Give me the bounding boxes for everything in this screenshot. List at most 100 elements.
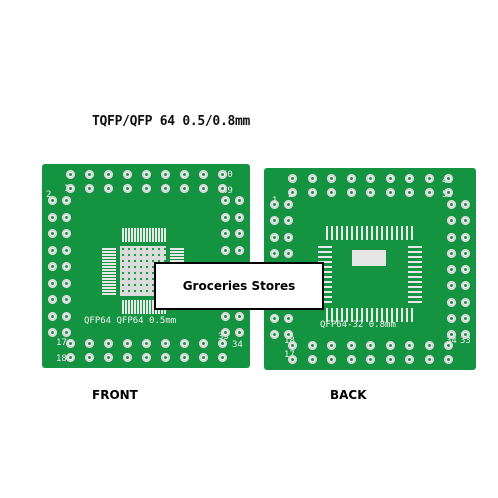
front-solder-pad	[142, 184, 151, 193]
front-pad-finger	[164, 228, 166, 242]
back-solder-pad	[284, 248, 293, 258]
front-solder-pad	[161, 339, 170, 348]
front-pad-finger	[170, 257, 184, 259]
back-solder-pad	[461, 248, 470, 258]
back-solder-pad	[461, 200, 470, 209]
front-solder-pad	[62, 278, 71, 288]
front-solder-pad	[85, 339, 94, 348]
back-solder-pad	[424, 341, 434, 350]
back-pad-finger	[371, 308, 373, 322]
back-solder-pad	[385, 174, 395, 183]
front-pad-finger	[102, 257, 116, 259]
back-solder-pad	[424, 188, 434, 197]
front-solder-pad	[48, 229, 57, 238]
back-pad-finger	[318, 266, 332, 268]
back-pad-finger	[408, 261, 422, 263]
back-pad-finger	[318, 296, 332, 298]
back-solder-pad	[424, 355, 434, 364]
front-pad-finger	[143, 228, 145, 242]
back-pad-finger	[401, 226, 403, 240]
front-solder-pad	[142, 339, 151, 348]
back-pin-label-34: 34	[446, 336, 457, 346]
back-solder-pad	[346, 174, 356, 183]
front-solder-pad	[161, 353, 170, 362]
back-pad-finger	[396, 226, 398, 240]
front-pin-label-2: 2	[46, 190, 52, 200]
back-solder-pad	[405, 341, 414, 350]
back-solder-pad	[327, 355, 336, 364]
back-solder-pad	[385, 188, 395, 197]
front-pad-finger	[102, 269, 116, 271]
front-pin-label-33: 33	[218, 332, 229, 342]
front-pin-label-34: 34	[232, 340, 243, 350]
back-solder-pad	[447, 248, 456, 258]
front-solder-pad	[123, 339, 132, 348]
back-pad-finger	[406, 308, 408, 322]
back-solder-pad	[447, 281, 456, 291]
front-pad-finger	[149, 228, 151, 242]
back-pad-finger	[318, 281, 332, 283]
back-solder-pad	[270, 216, 279, 226]
back-solder-pad	[270, 200, 279, 209]
front-solder-pad	[62, 196, 71, 205]
front-solder-pad	[199, 170, 208, 179]
back-pad-finger	[341, 308, 343, 322]
back-pad-finger	[406, 226, 408, 240]
front-pad-finger	[102, 248, 116, 250]
back-solder-pad	[307, 355, 317, 364]
back-solder-pad	[461, 232, 470, 242]
back-pad-finger	[408, 246, 422, 248]
front-pad-finger	[102, 287, 116, 289]
front-solder-pad	[199, 339, 208, 348]
back-solder-pad	[444, 174, 453, 183]
front-pin-label-18: 18	[56, 354, 67, 364]
front-solder-pad	[66, 353, 75, 362]
back-pad-finger	[318, 271, 332, 273]
front-solder-pad	[62, 328, 71, 337]
back-pad-finger	[331, 308, 333, 322]
back-solder-pad	[366, 355, 375, 364]
front-solder-pad	[48, 245, 57, 255]
back-solder-pad	[327, 341, 336, 350]
front-pad-finger	[122, 300, 124, 314]
front-pad-finger	[102, 251, 116, 253]
back-solder-pad	[284, 232, 293, 242]
back-pad-finger	[318, 286, 332, 288]
front-solder-pad	[48, 212, 57, 222]
front-solder-pad	[142, 170, 151, 179]
front-solder-pad	[85, 353, 94, 362]
back-pad-finger	[318, 291, 332, 293]
back-pad-finger	[381, 308, 383, 322]
front-pin-label-50: 50	[222, 170, 233, 180]
back-pad-finger	[318, 246, 332, 248]
back-pad-finger	[376, 308, 378, 322]
front-solder-pad	[104, 353, 113, 362]
front-solder-pad	[104, 339, 113, 348]
back-solder-pad	[447, 313, 456, 323]
front-solder-pad	[62, 311, 71, 321]
back-solder-pad	[327, 188, 336, 197]
back-solder-pad	[366, 174, 375, 183]
back-solder-pad	[366, 341, 375, 350]
back-pad-finger	[408, 301, 422, 303]
back-pad-finger	[331, 226, 333, 240]
back-pad-finger	[408, 256, 422, 258]
back-pad-finger	[318, 256, 332, 258]
front-pad-finger	[170, 260, 184, 262]
front-solder-pad	[235, 328, 244, 337]
front-pad-finger	[170, 248, 184, 250]
back-pad-finger	[336, 226, 338, 240]
front-solder-pad	[235, 311, 244, 321]
back-solder-pad	[461, 265, 470, 274]
front-solder-pad	[62, 245, 71, 255]
back-solder-pad	[405, 188, 414, 197]
front-pad-finger	[134, 300, 136, 314]
front-solder-pad	[66, 184, 75, 193]
back-solder-pad	[447, 330, 456, 339]
front-solder-pad	[180, 339, 189, 348]
back-solder-pad	[288, 355, 297, 364]
front-pad-finger	[102, 278, 116, 280]
front-solder-pad	[62, 262, 71, 271]
back-pad-finger	[401, 308, 403, 322]
back-caption: BACK	[330, 388, 367, 402]
